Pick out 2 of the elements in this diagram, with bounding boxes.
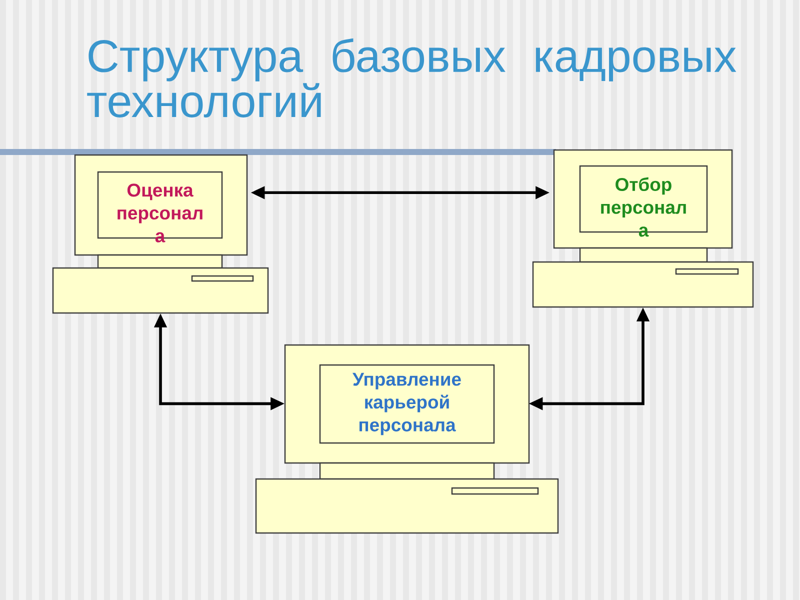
title: Структура базовых кадровых технологий	[87, 38, 736, 118]
computer-drawing: Управление карьерой персонала	[255, 344, 559, 534]
